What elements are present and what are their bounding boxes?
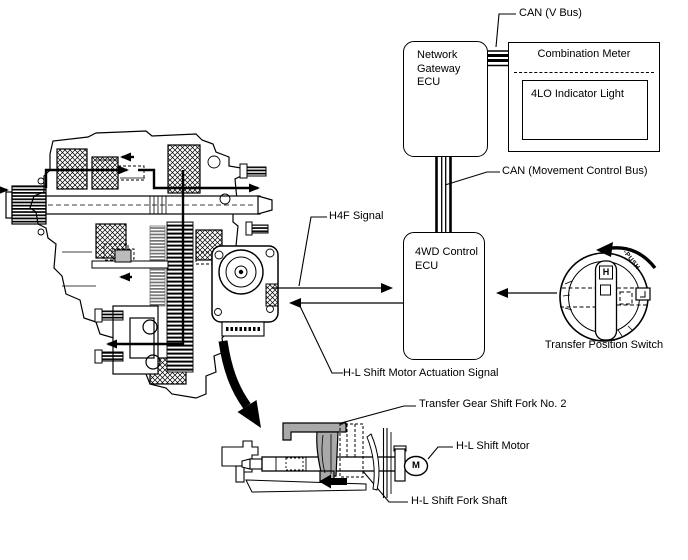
label-transfer-gear-shift-fork: Transfer Gear Shift Fork No. 2 (419, 398, 567, 410)
network-gateway-ecu-label: Network Gateway ECU (417, 49, 461, 88)
node-4lo-indicator-light: 4LO Indicator Light (522, 80, 648, 140)
label-hl-shift-motor-actuation-signal: H-L Shift Motor Actuation Signal (343, 367, 499, 379)
shift-actuator-illustration (211, 245, 279, 337)
combination-meter-divider (514, 72, 654, 73)
node-combination-meter: Combination Meter 4LO Indicator Light (508, 42, 660, 152)
node-network-gateway-ecu: Network Gateway ECU (403, 41, 488, 157)
motor-m-letter: M (412, 460, 420, 471)
label-hl-shift-motor: H-L Shift Motor (456, 440, 530, 452)
can-bus-lines (435, 50, 508, 232)
switch-position-h-letter: H (602, 267, 610, 277)
label-can-v-bus: CAN (V Bus) (519, 7, 582, 19)
label-h4f-signal: H4F Signal (329, 210, 384, 222)
node-4wd-control-ecu: 4WD Control ECU (403, 232, 485, 360)
zoom-arrow (218, 340, 261, 428)
combination-meter-title: Combination Meter (537, 48, 631, 60)
signal-arrows (272, 283, 557, 308)
transfer-position-switch-illustration (559, 242, 657, 342)
label-can-movement-bus: CAN (Movement Control Bus) (502, 165, 648, 177)
shift-mechanism-detail (221, 422, 429, 498)
label-hl-shift-fork-shaft: H-L Shift Fork Shaft (411, 495, 508, 507)
4wd-control-ecu-label: 4WD Control ECU (415, 246, 478, 272)
4lo-indicator-light-label: 4LO Indicator Light (531, 88, 624, 100)
label-transfer-position-switch: Transfer Position Switch (544, 339, 664, 351)
leader-lines (298, 13, 516, 503)
power-flow-arrows (0, 152, 260, 349)
